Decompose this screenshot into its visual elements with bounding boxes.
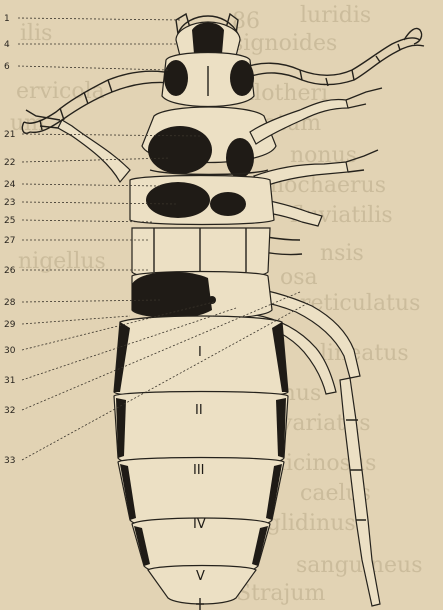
reference-number: 29 xyxy=(4,320,16,330)
segment-label: I xyxy=(198,345,202,360)
segment-label: II xyxy=(195,403,203,418)
bleed-text: signoides xyxy=(232,31,337,56)
reference-number: 26 xyxy=(4,266,16,276)
reference-number: 4 xyxy=(4,40,10,50)
bleed-text: luridis xyxy=(300,3,371,28)
bleed-text: sanguineus xyxy=(296,553,423,578)
reference-number: 28 xyxy=(4,298,16,308)
body xyxy=(114,176,288,610)
bleed-text: lineatus xyxy=(320,341,409,366)
reference-number: 21 xyxy=(4,130,15,140)
bleed-text: osa xyxy=(280,265,318,290)
segment-label: III xyxy=(193,463,205,478)
reference-number: 25 xyxy=(4,216,15,226)
reference-number: 1 xyxy=(4,14,10,24)
segment-label: V xyxy=(196,569,205,584)
bleed-text: ilis xyxy=(20,21,52,46)
reference-number: 6 xyxy=(4,62,10,72)
reference-number: 31 xyxy=(4,376,15,386)
bleed-text: Strajum xyxy=(236,581,326,606)
reference-number: 27 xyxy=(4,236,15,246)
bleed-text: ervicola xyxy=(16,79,105,104)
reference-number: 30 xyxy=(4,346,16,356)
segment-label: IV xyxy=(193,517,206,532)
reference-number: 24 xyxy=(4,180,16,190)
bleed-text: nsis xyxy=(320,241,364,266)
reference-number: 22 xyxy=(4,158,15,168)
reference-numbers: 1 4 6 21 22 24 23 25 27 26 28 29 30 31 3… xyxy=(4,14,16,466)
reference-number: 33 xyxy=(4,456,15,466)
reference-number: 23 xyxy=(4,198,15,208)
reference-number: 32 xyxy=(4,406,15,416)
